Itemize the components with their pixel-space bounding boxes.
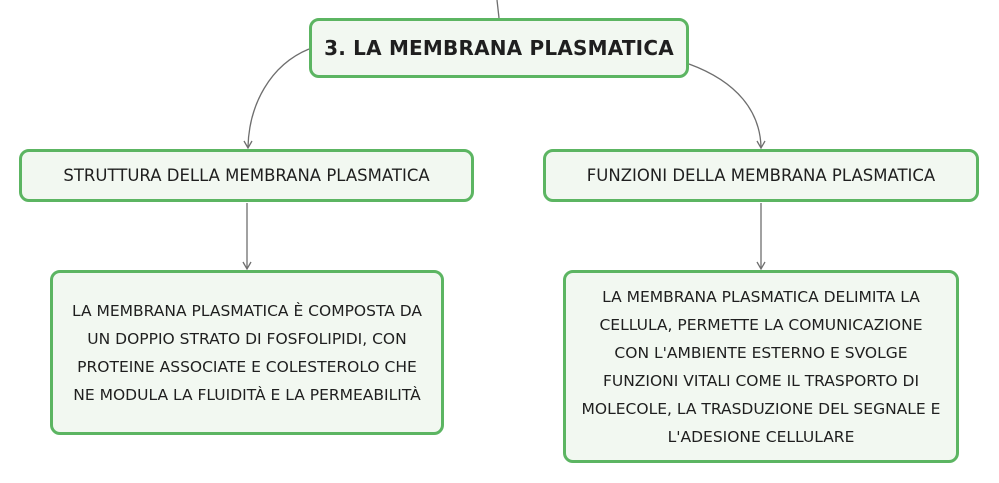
detail-node-functions[interactable]: LA MEMBRANA PLASMATICA DELIMITA LA CELLU…	[563, 270, 959, 463]
arrowhead-structure	[243, 140, 253, 150]
connector-from-parent	[496, 0, 500, 19]
arrowhead-functions	[756, 140, 766, 150]
detail-node-structure[interactable]: LA MEMBRANA PLASMATICA È COMPOSTA DA UN …	[50, 270, 444, 435]
branch-node-functions[interactable]: FUNZIONI DELLA MEMBRANA PLASMATICA	[543, 149, 979, 202]
arrowhead-structure-detail	[242, 261, 252, 271]
connector-root-to-functions	[688, 63, 762, 148]
root-node[interactable]: 3. LA MEMBRANA PLASMATICA	[309, 18, 689, 78]
detail-node-functions-text: LA MEMBRANA PLASMATICA DELIMITA LA CELLU…	[581, 287, 941, 446]
root-node-label: 3. LA MEMBRANA PLASMATICA	[324, 36, 674, 60]
branch-node-functions-label: FUNZIONI DELLA MEMBRANA PLASMATICA	[586, 166, 936, 185]
branch-node-structure-label: STRUTTURA DELLA MEMBRANA PLASMATICA	[63, 166, 430, 185]
connector-root-to-structure	[247, 48, 310, 148]
branch-node-structure[interactable]: STRUTTURA DELLA MEMBRANA PLASMATICA	[19, 149, 474, 202]
detail-node-structure-text: LA MEMBRANA PLASMATICA È COMPOSTA DA UN …	[71, 301, 423, 404]
arrowhead-functions-detail	[756, 261, 766, 271]
